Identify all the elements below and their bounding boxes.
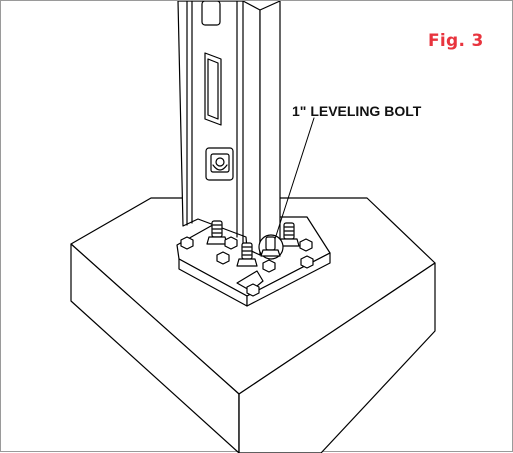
post-left-face xyxy=(177,1,261,256)
callout-leader-line xyxy=(274,117,315,240)
figure-number-label: Fig. 3 xyxy=(428,31,484,51)
leveling-bolts xyxy=(180,220,314,297)
footing-left-face xyxy=(70,243,240,453)
bolt-front xyxy=(236,242,258,267)
corner-nuts xyxy=(180,236,314,297)
bolt-back-right xyxy=(278,222,300,247)
bolt-leveling-callout xyxy=(258,234,284,260)
post-column xyxy=(177,1,281,256)
post-right-face xyxy=(259,1,281,256)
leveling-bolt-callout-label: 1" LEVELING BOLT xyxy=(292,103,422,119)
bolt-back-left xyxy=(206,220,228,245)
post-slot-top xyxy=(201,1,221,26)
